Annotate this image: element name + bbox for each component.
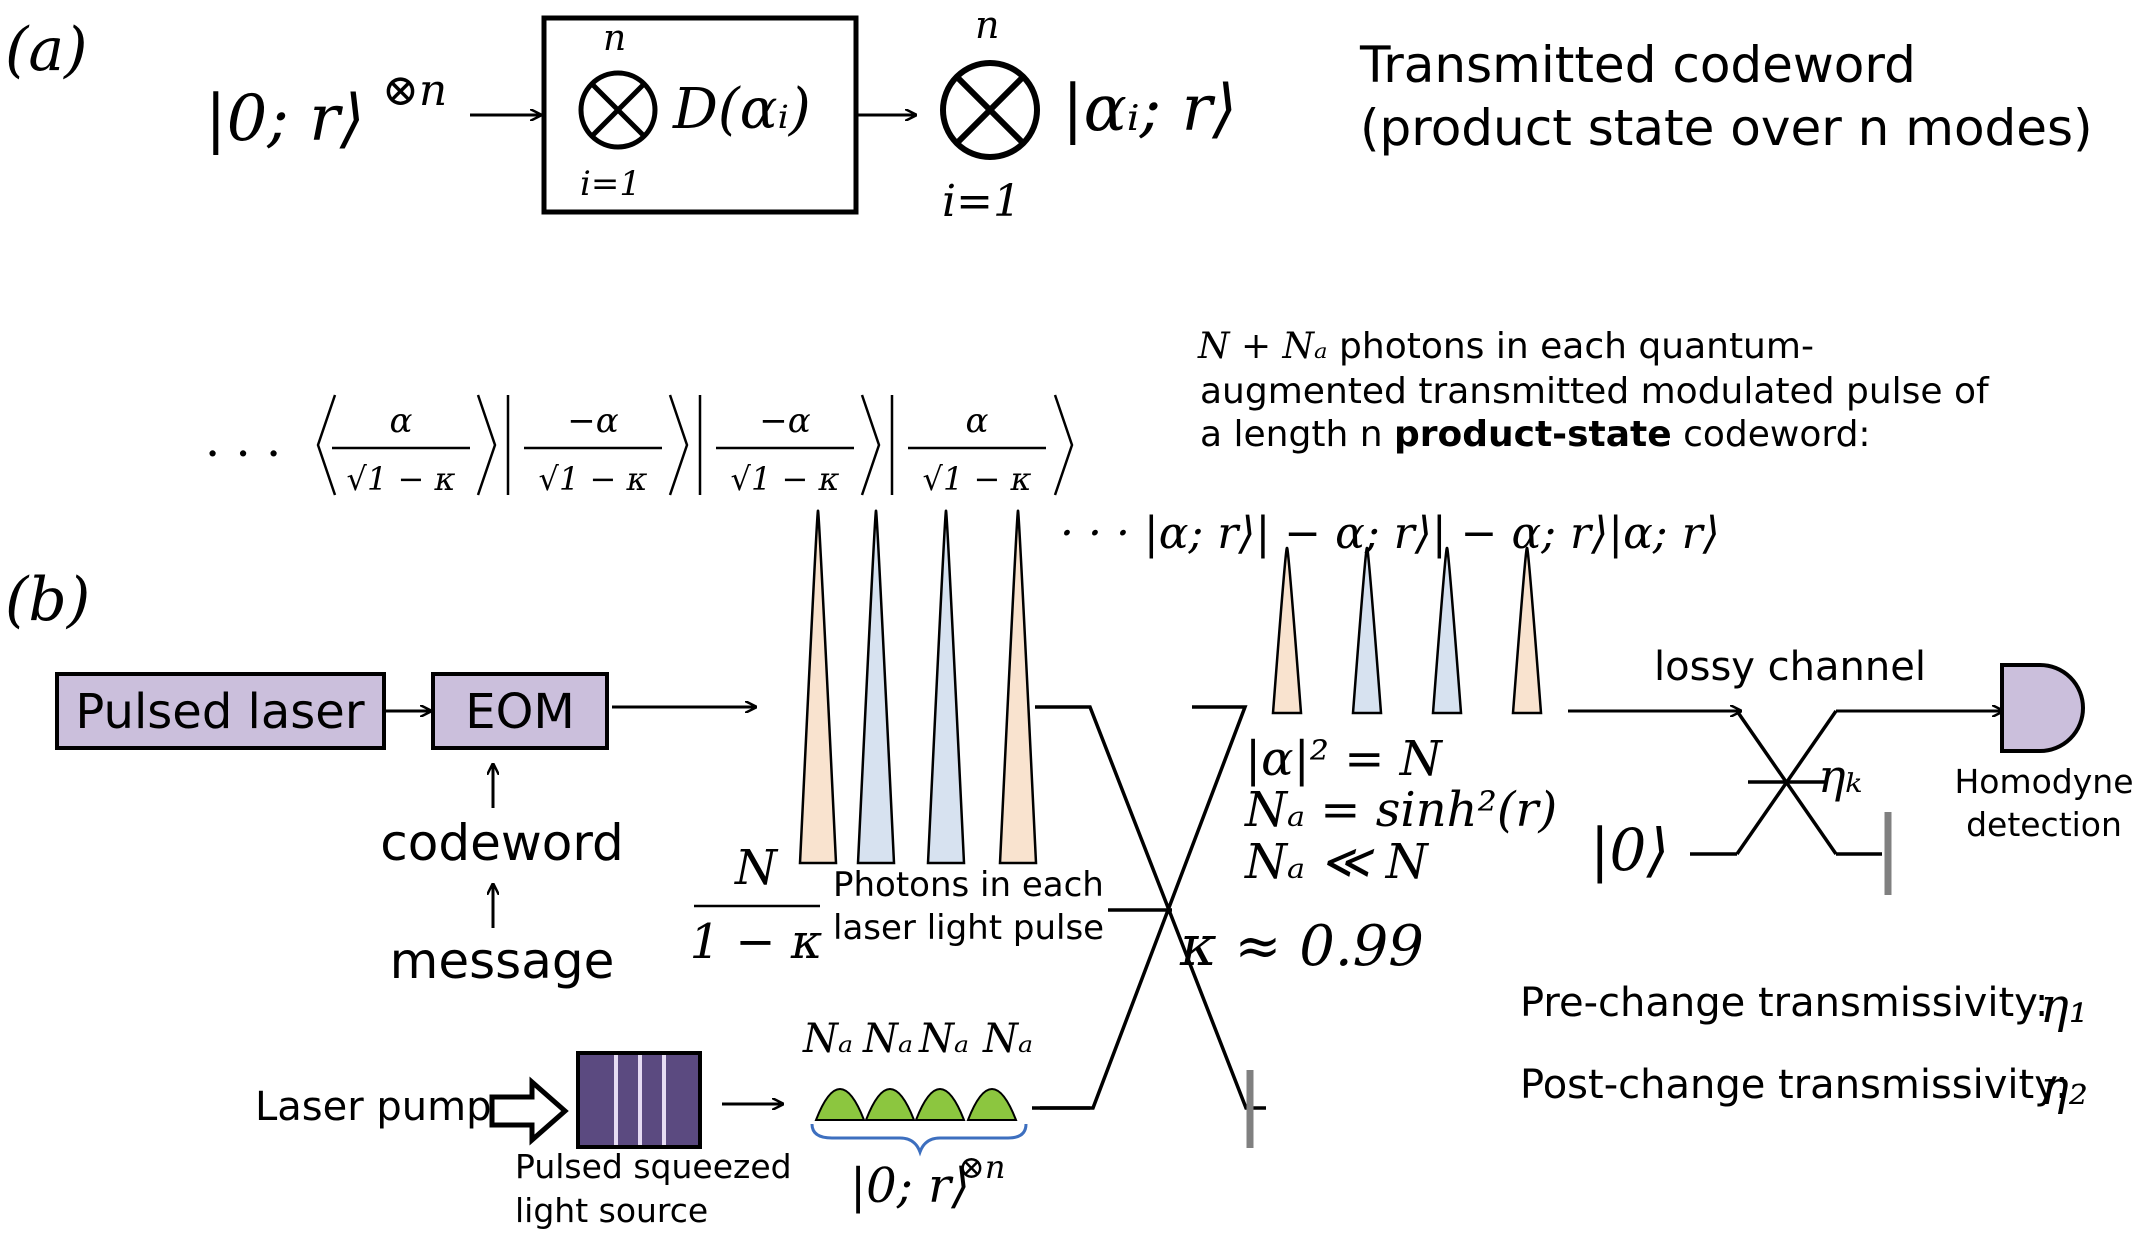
laser-pulse-1 xyxy=(798,509,838,865)
laser-pulse-2 xyxy=(856,509,896,865)
source-line2: light source xyxy=(515,1191,708,1230)
laser-pulse-4 xyxy=(998,509,1038,865)
na-label-2: Nₐ xyxy=(862,1016,913,1062)
na-label-3: Nₐ xyxy=(918,1016,969,1062)
top-state-3-den: √1 − κ xyxy=(731,460,840,498)
output-tensor-product-icon xyxy=(940,60,1040,160)
codeword-note-line2: (product state over n modes) xyxy=(1360,99,2093,157)
na-label-1: Nₐ xyxy=(802,1016,853,1062)
source-stripes xyxy=(614,1055,666,1145)
box-lower-limit: i=1 xyxy=(580,164,641,204)
output-lower-limit: i=1 xyxy=(942,176,1021,227)
transmitted-pulse-4 xyxy=(1511,546,1543,715)
pump-arrow-icon xyxy=(489,1076,569,1146)
detector-line1: Homodyne xyxy=(1954,762,2133,801)
input-power: ⊗n xyxy=(382,65,447,116)
energy-eq1: |α|² = N xyxy=(1245,731,1444,787)
panel-a-label: (a) xyxy=(5,15,88,85)
detector-line2: detection xyxy=(1966,805,2122,844)
lossy-channel-label: lossy channel xyxy=(1654,644,1926,690)
energy-eq3: Nₐ ≪ N xyxy=(1244,834,1430,890)
top-ellipsis: · · · xyxy=(205,426,281,482)
squeezed-state: |0; r⟩ xyxy=(850,1158,970,1214)
transmitted-pulse-3 xyxy=(1431,546,1463,715)
laser-pump-label: Laser pump xyxy=(255,1084,492,1130)
kappa-value: κ ≈ 0.99 xyxy=(1179,914,1424,979)
top-state-1-num: α xyxy=(390,401,413,441)
top-state-3-num: −α xyxy=(759,401,810,441)
panel-b-label: (b) xyxy=(5,565,90,635)
squeezed-pulses xyxy=(814,1088,1018,1121)
squeezed-pulse-4 xyxy=(966,1088,1018,1121)
transmitted-pulse-2 xyxy=(1351,546,1383,715)
box-upper-limit: n xyxy=(603,18,626,59)
photon-description-line2: augmented transmitted modulated pulse of xyxy=(1200,371,1990,412)
message-label: message xyxy=(390,932,615,990)
pre-change-symbol: η₁ xyxy=(2040,978,2088,1034)
top-state-4-den: √1 − κ xyxy=(923,460,1032,498)
top-state-2-num: −α xyxy=(567,401,618,441)
output-upper-limit: n xyxy=(975,3,999,47)
squeezed-pulse-1 xyxy=(814,1088,866,1121)
output-state: |αᵢ; r⟩ xyxy=(1062,72,1237,146)
laser-pulses xyxy=(798,509,1038,865)
eom-label: EOM xyxy=(465,684,575,740)
photon-description-line1: N + Nₐ photons in each quantum- xyxy=(1197,326,1814,367)
transmitted-pulse-1 xyxy=(1271,546,1303,715)
pulsed-laser-box xyxy=(55,672,386,750)
transmitted-pulses xyxy=(1271,546,1543,715)
top-state-2-den: √1 − κ xyxy=(539,460,648,498)
top-state-1-den: √1 − κ xyxy=(347,460,456,498)
box-operator: D(αᵢ) xyxy=(672,77,811,142)
lossy-beam-splitter xyxy=(1690,710,1882,856)
photon-frac-num: N xyxy=(734,840,779,896)
tensor-product-icon xyxy=(578,70,658,150)
post-change-symbol: η₂ xyxy=(2040,1060,2088,1116)
squeezed-power: ⊗n xyxy=(958,1148,1005,1186)
codeword-label: codeword xyxy=(380,814,623,872)
displacement-box xyxy=(541,15,859,215)
input-state: |0; r⟩ xyxy=(205,82,365,156)
post-change-label: Post-change transmissivity: xyxy=(1520,1062,2068,1108)
photons-laser-line1: Photons in each xyxy=(833,865,1104,905)
photons-laser-line2: laser light pulse xyxy=(833,908,1104,948)
pulsed-laser-label: Pulsed laser xyxy=(75,684,364,740)
laser-pulse-3 xyxy=(926,509,966,865)
vacuum-state: |0⟩ xyxy=(1590,816,1669,884)
channel-eta-k: ηₖ xyxy=(1818,749,1862,803)
photon-frac-den: 1 − κ xyxy=(690,914,823,970)
squeezed-pulse-2 xyxy=(864,1088,916,1121)
squeezed-pulse-3 xyxy=(914,1088,966,1121)
energy-eq2: Nₐ = sinh²(r) xyxy=(1244,782,1557,838)
pre-change-label: Pre-change transmissivity: xyxy=(1520,980,2048,1026)
top-state-4-num: α xyxy=(966,401,989,441)
modulated-state-sequence: · · · |α; r⟩| − α; r⟩| − α; r⟩|α; r⟩ xyxy=(1060,508,1720,559)
na-label-4: Nₐ xyxy=(982,1016,1033,1062)
squeezed-brace xyxy=(810,1123,1028,1157)
eom-box xyxy=(431,672,609,750)
photon-description-line3: a length n product-state codeword: xyxy=(1200,414,1871,455)
codeword-note-line1: Transmitted codeword xyxy=(1359,36,1916,94)
homodyne-detector-icon xyxy=(2000,663,2085,753)
source-line1: Pulsed squeezed xyxy=(515,1147,792,1186)
top-state-sequence xyxy=(316,394,1074,496)
